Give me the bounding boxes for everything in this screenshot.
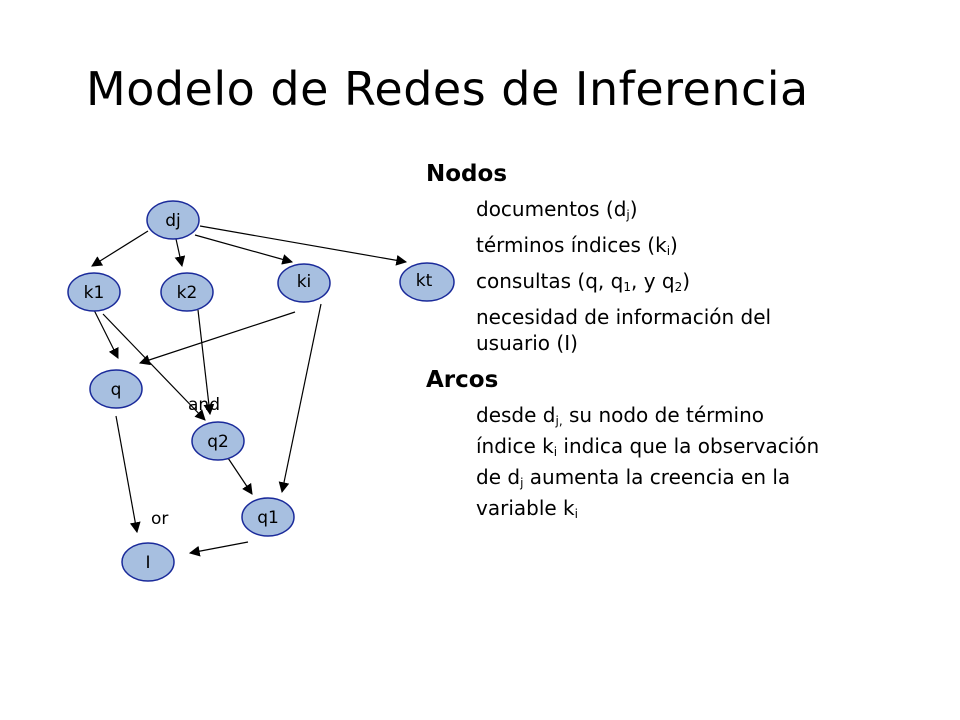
arcos-line-3: de dj aumenta la creencia en la [476,465,791,490]
node-q1: q1 [241,497,295,537]
edge-k1-q2 [102,313,206,421]
arcos-line-4: variable ki [476,496,578,521]
edge-q2-q1 [227,457,253,495]
node-label-kt: kt [416,271,433,291]
slide-title: Modelo de Redes de Inferencia [86,62,809,116]
edge-dj-kt [199,225,408,266]
edge-label-and: and [188,395,220,415]
node-label-q1: q1 [257,508,279,528]
nodos-item-documentos: documentos (dj) [476,197,638,222]
edge-dj-ki [194,234,294,265]
edge-q1-I [188,541,249,557]
nodos-list: documentos (dj) términos índices (ki) co… [426,196,946,356]
node-ki: ki [277,263,331,303]
nodos-heading: Nodos [426,161,508,187]
edge-q-I [115,415,141,534]
node-label-k1: k1 [84,283,105,303]
node-label-k2: k2 [177,283,198,303]
edge-ki-q [138,311,296,366]
node-label-q2: q2 [207,432,229,452]
edge-label-or: or [151,509,168,529]
nodos-item-terminos: términos índices (ki) [476,233,678,258]
node-q2: q2 [191,421,245,461]
edge-k2-q2 [197,309,215,416]
arcos-description: desde dj, su nodo de término índice ki i… [426,400,946,524]
arcos-line-1: desde dj, su nodo de término [476,403,764,428]
node-label-I: I [145,553,150,573]
edge-dj-k1 [91,230,149,267]
edge-ki-q1 [278,303,322,494]
definitions-panel: Nodos documentos (dj) términos índices (… [426,158,946,524]
edge-k1-q [92,307,119,359]
node-label-ki: ki [297,272,312,292]
node-label-q: q [111,380,122,400]
node-k2: k2 [160,272,214,312]
node-kt: kt [399,262,455,302]
node-dj: dj [146,200,200,240]
arcos-heading: Arcos [426,367,499,393]
node-k1: k1 [67,272,121,312]
node-label-dj: dj [165,211,181,231]
edges [91,225,408,557]
edge-dj-k2 [174,238,186,268]
node-q: q [89,369,143,409]
nodos-item-consultas: consultas (q, q1, y q2) [476,269,691,294]
node-I: I [121,542,175,582]
arcos-line-2: índice ki indica que la observación [476,434,820,459]
